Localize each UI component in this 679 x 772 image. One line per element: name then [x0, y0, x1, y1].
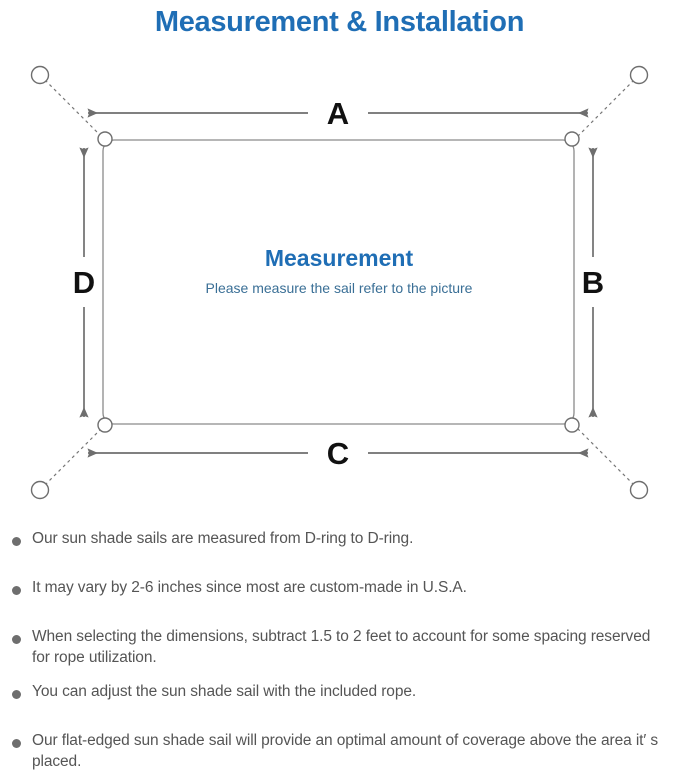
list-item-text: You can adjust the sun shade sail with t…: [32, 683, 417, 700]
anchor-point-bottom-left: [30, 480, 50, 500]
rope-line-top-left: [44, 79, 103, 138]
diagram-center-title: Measurement: [265, 245, 414, 271]
bullet-icon: [12, 537, 21, 546]
d-ring-bottom-left: [97, 417, 113, 433]
sail-panel: [102, 139, 575, 425]
dimension-label-d: D: [73, 265, 95, 300]
diagram-center-subtitle: Please measure the sail refer to the pic…: [206, 280, 473, 296]
list-item-text: Our flat-edged sun shade sail will provi…: [32, 732, 659, 770]
d-rings: [97, 131, 580, 433]
anchor-point-bottom-right: [629, 480, 649, 500]
page-title: Measurement & Installation: [154, 5, 525, 38]
d-ring-bottom-right: [564, 417, 580, 433]
list-item: You can adjust the sun shade sail with t…: [0, 681, 679, 717]
notes-list: Our sun shade sails are measured from D-…: [0, 522, 679, 770]
dimension-label-c: C: [327, 436, 349, 471]
list-item-text: When selecting the dimensions, subtract …: [32, 628, 651, 666]
bullet-icon: [12, 586, 21, 595]
list-item-text: It may vary by 2-6 inches since most are…: [32, 579, 467, 596]
anchor-point-top-left: [30, 65, 50, 85]
diagram-svg: A C D B Measurement Please measure the s…: [30, 65, 649, 500]
list-item: Our flat-edged sun shade sail will provi…: [0, 730, 679, 772]
rope-line-top-right: [576, 79, 635, 138]
bullet-icon: [12, 635, 21, 644]
d-ring-top-left: [97, 131, 113, 147]
list-item: It may vary by 2-6 inches since most are…: [0, 577, 679, 613]
title-bar: Measurement & Installation: [0, 0, 679, 44]
dimension-label-b: B: [582, 265, 604, 300]
list-item-text: Our sun shade sails are measured from D-…: [32, 530, 414, 547]
rope-line-bottom-left: [44, 427, 103, 486]
dimension-label-a: A: [327, 96, 349, 131]
bullet-icon: [12, 690, 21, 699]
d-ring-top-right: [564, 131, 580, 147]
rope-lines: [44, 79, 635, 486]
list-item: Our sun shade sails are measured from D-…: [0, 528, 679, 564]
anchor-points: [30, 65, 649, 500]
anchor-point-top-right: [629, 65, 649, 85]
measurement-diagram: A C D B Measurement Please measure the s…: [0, 44, 679, 518]
rope-line-bottom-right: [576, 427, 635, 486]
list-item: When selecting the dimensions, subtract …: [0, 626, 679, 668]
bullet-icon: [12, 739, 21, 748]
